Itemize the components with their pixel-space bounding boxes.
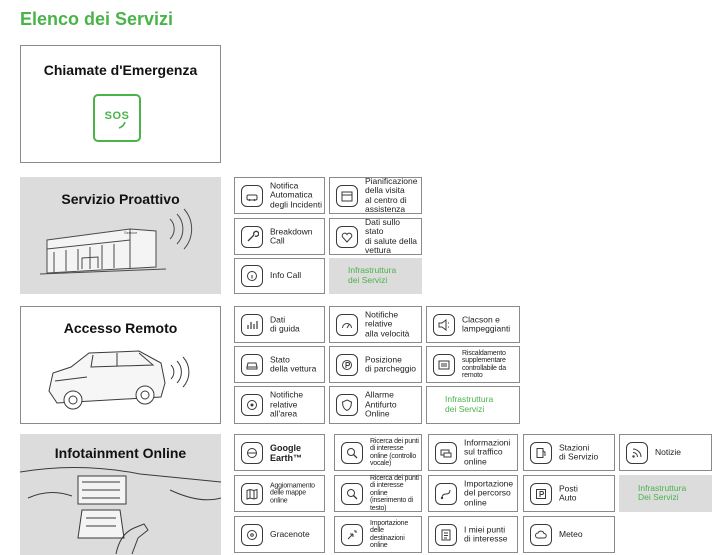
- tile-label: Clacson e lampeggianti: [462, 313, 511, 334]
- tile-label: Importazione del percorso online: [464, 478, 514, 508]
- tile-online-poi-search-voice[interactable]: Ricerca dei punti di interesse online (c…: [334, 434, 422, 471]
- service-building-illustration: Service: [39, 208, 193, 275]
- tile-service-infrastructure-remote: Infrastruttura dei Servizi: [426, 386, 520, 424]
- svg-text:Service: Service: [124, 230, 138, 235]
- tile-weather[interactable]: Meteo: [523, 516, 615, 553]
- infotainment-online-section: Infotainment Online: [20, 434, 221, 555]
- route-icon: [435, 482, 457, 505]
- tile-breakdown-call[interactable]: Breakdown Call: [234, 218, 325, 255]
- remote-access-title: Accesso Remoto: [63, 320, 178, 336]
- emergency-calls-section: Chiamate d'Emergenza SOS: [20, 45, 221, 163]
- tile-label: Notifiche relative alla velocità: [365, 309, 410, 339]
- tile-online-destination-import[interactable]: Importazione delle destinazioni online: [334, 516, 422, 553]
- tile-label: I miei punti di interesse: [464, 523, 508, 544]
- tile-horn-and-lights[interactable]: Clacson e lampeggianti: [426, 306, 520, 343]
- tile-label: Ricerca dei punti di interesse online (c…: [370, 437, 419, 468]
- horn-icon: [433, 313, 455, 336]
- tile-speed-notifications[interactable]: Notifiche relative alla velocità: [329, 306, 422, 343]
- tile-service-stations[interactable]: Stazioni di Servizio: [523, 434, 615, 471]
- tile-label: Stazioni di Servizio: [559, 441, 599, 462]
- tile-vehicle-status[interactable]: Stato della vettura: [234, 346, 325, 383]
- page-title: Elenco dei Servizi: [20, 9, 174, 29]
- tile-label: Notifica Automatica degli Incidenti: [270, 180, 322, 210]
- tile-online-route-import[interactable]: Importazione del percorso online: [428, 475, 518, 512]
- speedometer-icon: [336, 313, 358, 336]
- heater-icon: [433, 353, 455, 376]
- wrench-icon: [241, 225, 263, 248]
- emergency-calls-title: Chiamate d'Emergenza: [43, 62, 198, 78]
- tile-online-anti-theft-alarm[interactable]: Allarme Antifurto Online: [329, 386, 422, 424]
- tile-online-map-update[interactable]: Aggiornamento delle mappe online: [234, 475, 325, 512]
- destination-icon: [341, 523, 363, 546]
- proactive-service-title: Servizio Proattivo: [61, 191, 180, 207]
- tile-label: Aggiornamento delle mappe online: [270, 482, 315, 505]
- tile-label: Gracenote: [270, 528, 310, 539]
- tile-online-poi-search-text[interactable]: Ricerca dei punti di interesse online (i…: [334, 475, 422, 512]
- search-icon: [341, 441, 363, 464]
- car-icon: [241, 353, 263, 376]
- tile-label: Info Call: [270, 270, 302, 281]
- infrastructure-label: Infrastruttura dei Servizi: [348, 265, 397, 285]
- tile-my-points-of-interest[interactable]: I miei punti di interesse: [428, 516, 518, 553]
- music-icon: [241, 523, 263, 546]
- tile-service-visit-planning[interactable]: Pianificazione della visita al centro di…: [329, 175, 422, 215]
- tile-label: Notizie: [655, 446, 681, 457]
- tile-label: Ricerca dei punti di interesse online (i…: [370, 474, 419, 512]
- parking-sign-icon: [530, 482, 552, 505]
- car-crash-icon: [241, 184, 263, 207]
- tile-label: Dati sullo stato di salute della vettura: [365, 216, 417, 256]
- infrastructure-label: Infrastruttura Dei Servizi: [638, 482, 687, 503]
- infotainment-online-title: Infotainment Online: [54, 445, 187, 461]
- tile-info-call[interactable]: Info Call: [234, 258, 325, 294]
- tile-label: Informazioni sul traffico online: [464, 437, 511, 467]
- tile-label: Google Earth™: [270, 442, 303, 463]
- tile-news[interactable]: Notizie: [619, 434, 712, 471]
- calendar-icon: [336, 184, 358, 207]
- tile-label: Riscaldamento supplementare controllabil…: [462, 349, 506, 380]
- bar-chart-icon: [241, 313, 263, 336]
- area-icon: [241, 394, 263, 416]
- tile-label: Stato della vettura: [270, 353, 317, 374]
- tile-vehicle-health-data[interactable]: Dati sullo stato di salute della vettura: [329, 216, 422, 256]
- sos-signal-icon: [118, 121, 126, 129]
- tile-parking-position[interactable]: Posizione di parcheggio: [329, 346, 422, 383]
- info-icon: [241, 265, 263, 287]
- cloud-icon: [530, 523, 552, 546]
- tile-label: Importazione delle destinazioni online: [370, 519, 409, 550]
- fuel-icon: [530, 441, 552, 464]
- tile-driving-data[interactable]: Dati di guida: [234, 306, 325, 343]
- tile-online-traffic-info[interactable]: Informazioni sul traffico online: [428, 434, 518, 471]
- map-icon: [241, 482, 263, 505]
- tile-service-infrastructure: Infrastruttura dei Servizi: [329, 258, 422, 294]
- tile-label: Posizione di parcheggio: [365, 353, 417, 374]
- tile-label: Pianificazione della visita al centro di…: [365, 175, 418, 215]
- tile-label: Allarme Antifurto Online: [365, 389, 397, 419]
- traffic-icon: [435, 441, 457, 464]
- tile-label: Posti Auto: [559, 482, 578, 503]
- heart-icon: [336, 225, 358, 248]
- sos-icon: SOS: [93, 94, 141, 142]
- rss-icon: [626, 441, 648, 464]
- tile-parking-spaces[interactable]: Posti Auto: [523, 475, 615, 512]
- infrastructure-label: Infrastruttura dei Servizi: [445, 394, 494, 414]
- tile-label: Dati di guida: [270, 313, 300, 334]
- suv-illustration: [48, 350, 190, 410]
- list-icon: [435, 523, 457, 546]
- tile-remote-auxiliary-heating[interactable]: Riscaldamento supplementare controllabil…: [426, 346, 520, 383]
- search-icon: [341, 482, 363, 505]
- shield-icon: [336, 394, 358, 416]
- remote-access-section: Accesso Remoto: [20, 306, 221, 424]
- tile-label: Breakdown Call: [270, 225, 313, 246]
- tile-label: Meteo: [559, 528, 583, 539]
- tile-gracenote[interactable]: Gracenote: [234, 516, 325, 553]
- proactive-service-section: Servizio Proattivo Service: [20, 177, 221, 294]
- parking-icon: [336, 353, 358, 376]
- tile-automatic-crash-notification[interactable]: Notifica Automatica degli Incidenti: [234, 177, 325, 214]
- tile-service-infrastructure-infotainment: Infrastruttura Dei Servizi: [619, 475, 712, 512]
- globe-icon: [241, 441, 263, 464]
- tile-area-notifications[interactable]: Notifiche relative all'area: [234, 386, 325, 424]
- tile-google-earth[interactable]: Google Earth™: [234, 434, 325, 471]
- car-interior-illustration: [20, 466, 221, 555]
- tile-label: Notifiche relative all'area: [270, 389, 304, 419]
